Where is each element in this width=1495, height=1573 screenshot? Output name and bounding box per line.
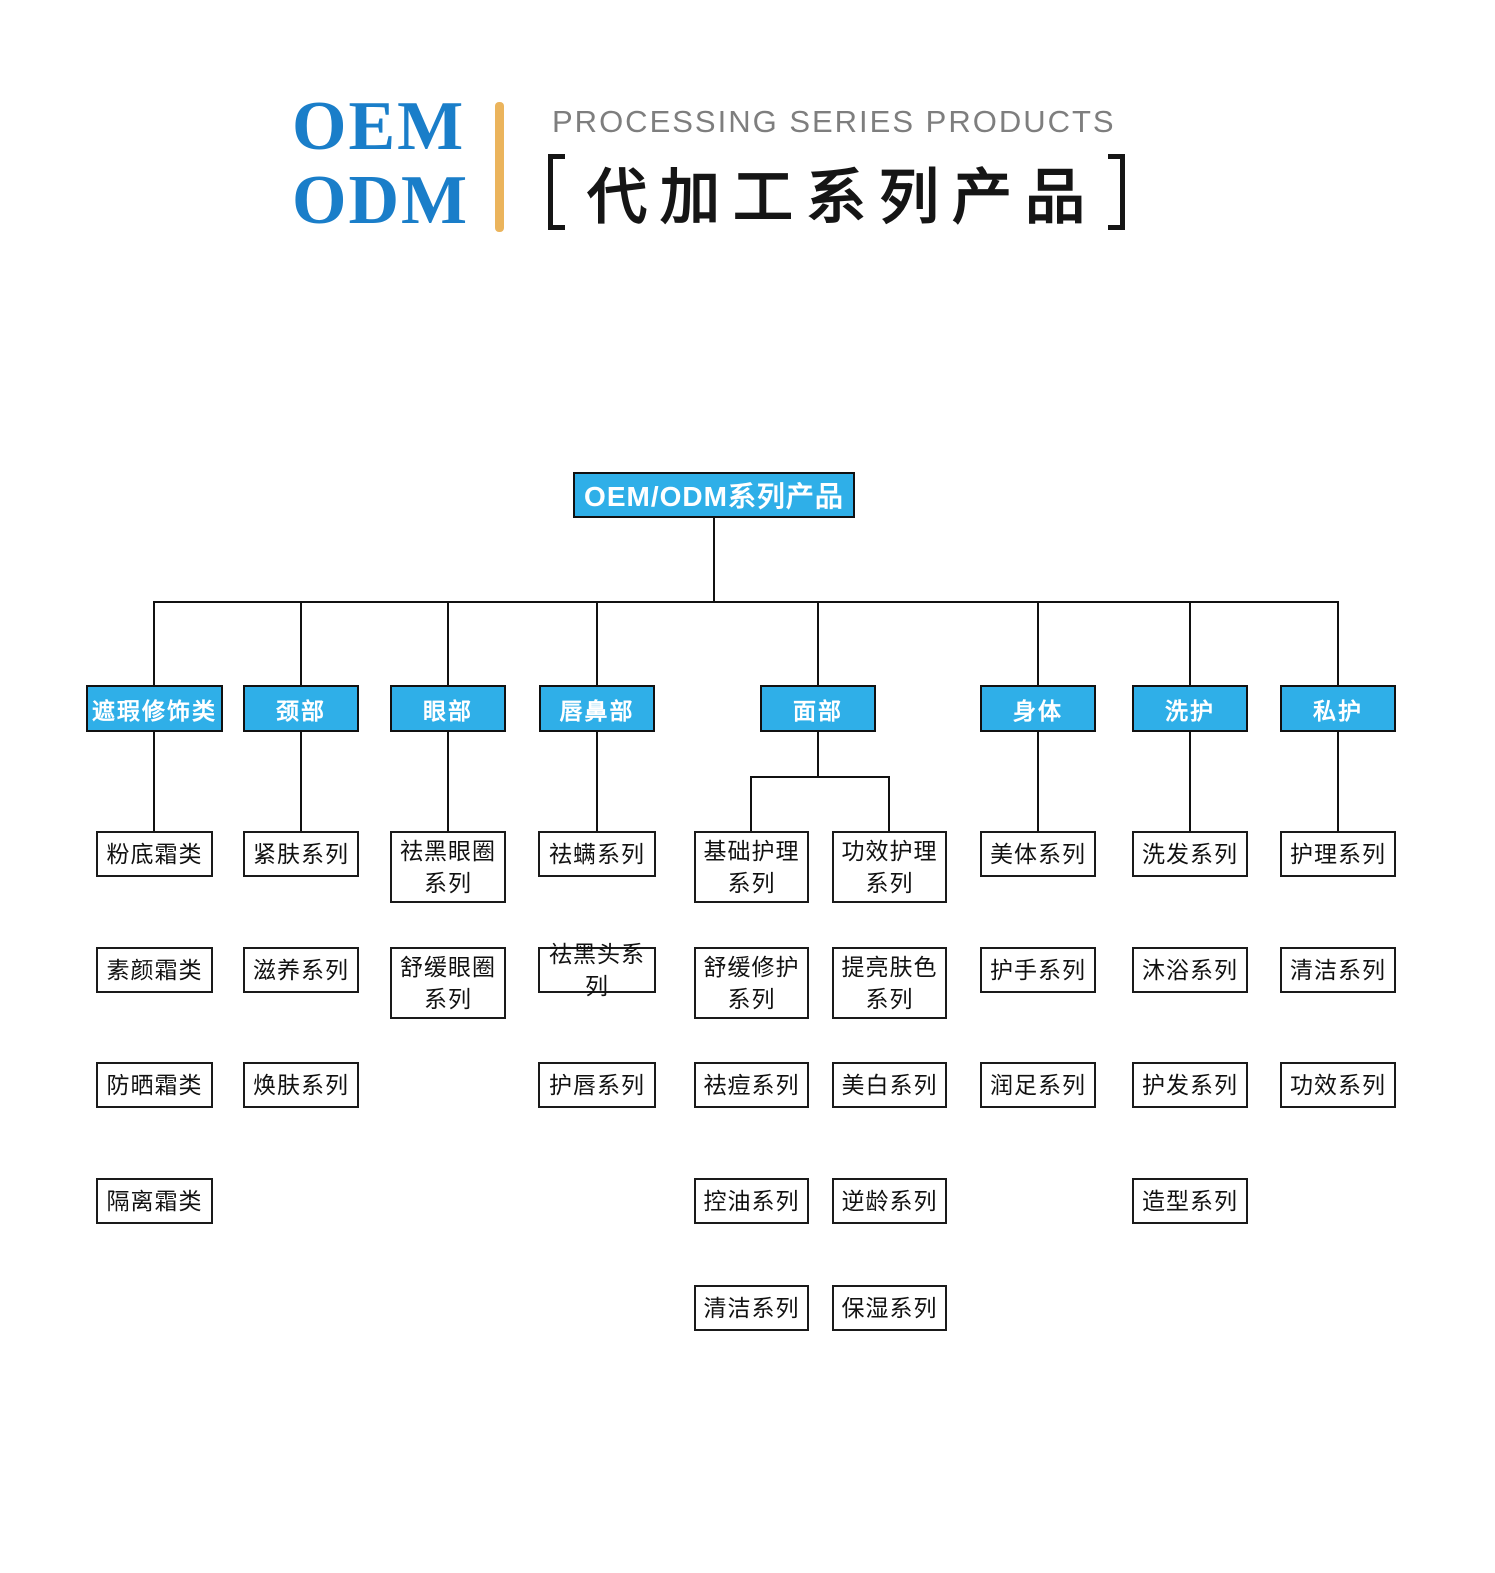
connector-line [713, 518, 715, 602]
category-wash-care: 洗护 [1132, 685, 1248, 732]
connector-line [1189, 602, 1191, 685]
product-node: 护手系列 [980, 947, 1096, 993]
connector-line [817, 732, 819, 776]
product-node: 隔离霜类 [96, 1178, 213, 1224]
product-node: 护唇系列 [538, 1062, 656, 1108]
product-node: 护发系列 [1132, 1062, 1248, 1108]
page-title: 代加工系列产品 [548, 146, 1125, 238]
connector-line [153, 602, 155, 685]
connector-line [1337, 602, 1339, 685]
product-node: 防晒霜类 [96, 1062, 213, 1108]
connector-line [447, 732, 449, 831]
category-face: 面部 [760, 685, 876, 732]
connector-line [153, 601, 1339, 603]
connector-line [817, 602, 819, 685]
product-node: 祛黑头系列 [538, 941, 656, 999]
root-node: OEM/ODM系列产品 [573, 472, 855, 518]
product-node: 功效护理 系列 [832, 831, 947, 903]
product-node: 润足系列 [980, 1062, 1096, 1108]
eyebrow-title: PROCESSING SERIES PRODUCTS [552, 104, 1116, 139]
product-node: 功效系列 [1280, 1062, 1396, 1108]
product-node: 舒缓修护 系列 [694, 947, 809, 1019]
product-node: 焕肤系列 [243, 1062, 359, 1108]
page-title-text: 代加工系列产品 [587, 163, 1098, 231]
connector-line [153, 732, 155, 831]
connector-line [1189, 732, 1191, 831]
connector-line [1037, 732, 1039, 831]
left-bracket-decoration [548, 154, 565, 230]
category-neck: 颈部 [243, 685, 359, 732]
product-node: 美白系列 [832, 1062, 947, 1108]
product-node: 紧肤系列 [243, 831, 359, 877]
product-node: 洗发系列 [1132, 831, 1248, 877]
gold-divider-bar [495, 102, 504, 232]
product-node: 清洁系列 [694, 1285, 809, 1331]
connector-line [596, 602, 598, 685]
connector-line [1337, 732, 1339, 831]
product-node: 素颜霜类 [96, 947, 213, 993]
connector-line [300, 602, 302, 685]
connector-line [447, 602, 449, 685]
connector-line [300, 732, 302, 831]
connector-line [1037, 602, 1039, 685]
product-node: 造型系列 [1132, 1178, 1248, 1224]
product-node: 滋养系列 [243, 947, 359, 993]
category-eye: 眼部 [390, 685, 506, 732]
product-node: 祛螨系列 [538, 831, 656, 877]
connector-line [750, 776, 752, 831]
product-node: 护理系列 [1280, 831, 1396, 877]
product-node: 提亮肤色 系列 [832, 947, 947, 1019]
category-body: 身体 [980, 685, 1096, 732]
product-node: 祛痘系列 [694, 1062, 809, 1108]
product-node: 舒缓眼圈 系列 [390, 947, 506, 1019]
product-node: 基础护理 系列 [694, 831, 809, 903]
product-node: 清洁系列 [1280, 947, 1396, 993]
product-node: 祛黑眼圈 系列 [390, 831, 506, 903]
category-private-care: 私护 [1280, 685, 1396, 732]
product-node: 美体系列 [980, 831, 1096, 877]
right-bracket-decoration [1108, 154, 1125, 230]
connector-line [888, 776, 890, 831]
product-node: 粉底霜类 [96, 831, 213, 877]
category-concealer-modification: 遮瑕修饰类 [86, 685, 223, 732]
logo-oem: OEM [292, 88, 466, 165]
product-node: 沐浴系列 [1132, 947, 1248, 993]
logo-odm: ODM [292, 162, 470, 239]
category-lip-nose: 唇鼻部 [539, 685, 655, 732]
product-node: 控油系列 [694, 1178, 809, 1224]
connector-line [596, 732, 598, 831]
product-node: 逆龄系列 [832, 1178, 947, 1224]
product-node: 保湿系列 [832, 1285, 947, 1331]
connector-line [750, 776, 890, 778]
